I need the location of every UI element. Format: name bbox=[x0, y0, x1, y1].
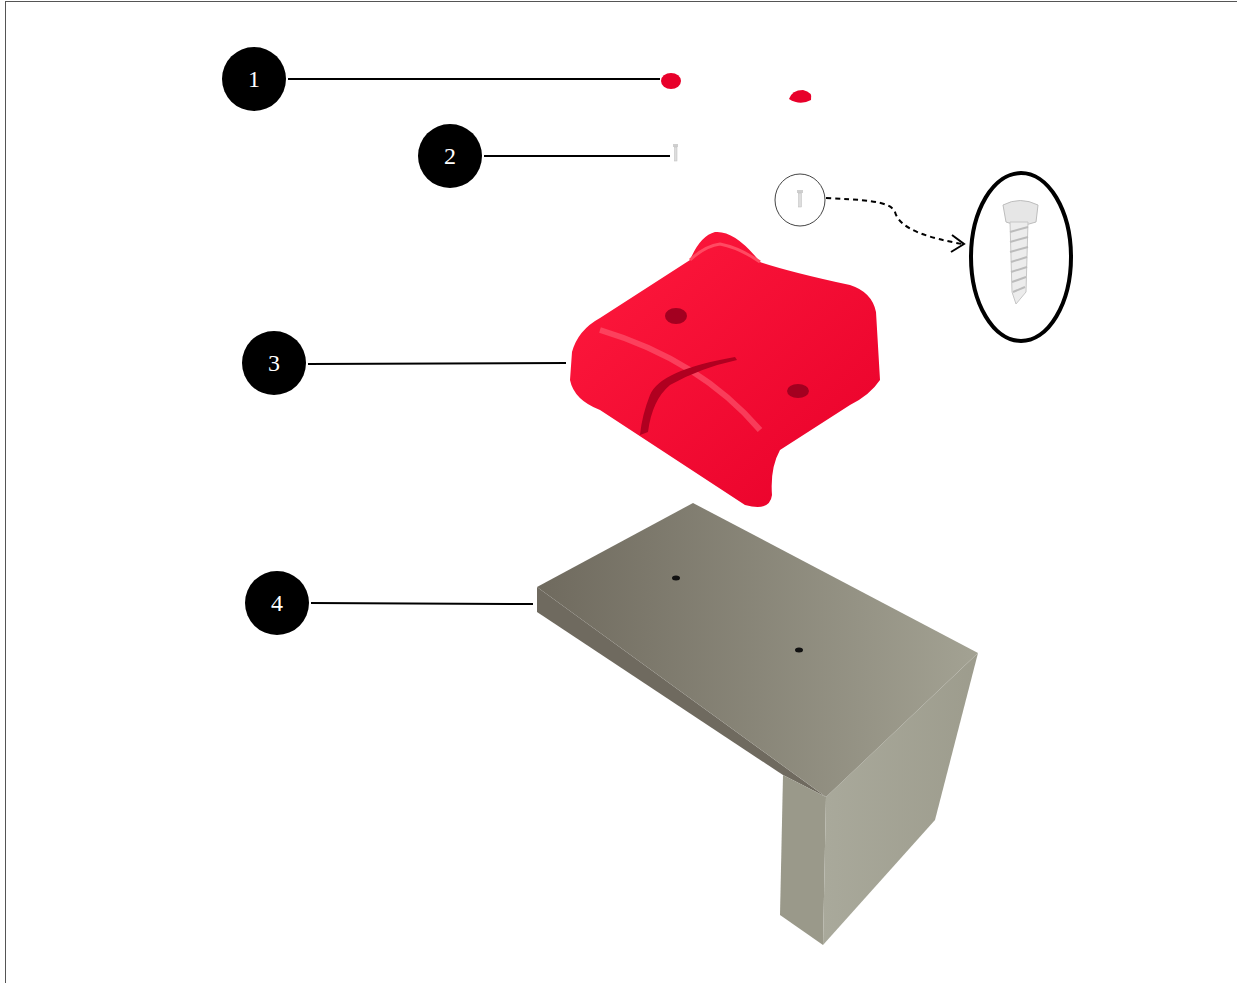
screw bbox=[797, 190, 803, 207]
seat-shell bbox=[570, 232, 880, 507]
callout-number: 4 bbox=[245, 571, 309, 635]
callout-text: 2 bbox=[444, 144, 456, 168]
frame bbox=[6, 2, 1237, 983]
callout-number: 3 bbox=[242, 331, 306, 395]
callout-text: 1 bbox=[248, 67, 260, 91]
detail-arrow bbox=[826, 198, 962, 244]
callout-text: 3 bbox=[268, 351, 280, 375]
cap bbox=[661, 73, 681, 89]
detail-arrow bbox=[951, 235, 964, 252]
cap bbox=[789, 90, 811, 103]
detail-circle bbox=[775, 174, 825, 226]
callout-text: 4 bbox=[271, 591, 283, 615]
detail-ellipse bbox=[971, 173, 1071, 341]
callout-number: 1 bbox=[222, 47, 286, 111]
screw-enlarged bbox=[1003, 201, 1038, 305]
callout-number: 2 bbox=[418, 124, 482, 188]
bracket bbox=[537, 503, 978, 945]
screw bbox=[673, 144, 678, 161]
